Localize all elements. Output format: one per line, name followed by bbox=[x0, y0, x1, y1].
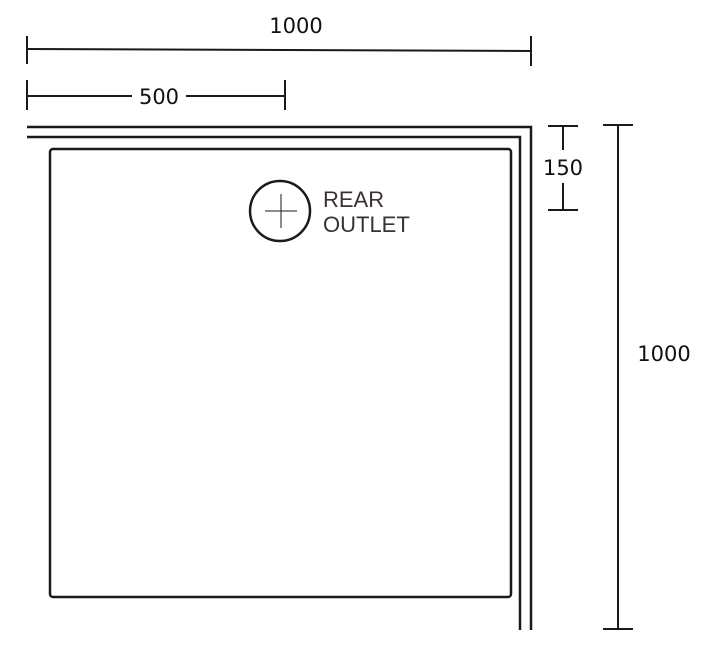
outlet-offset-y-label: 150 bbox=[543, 156, 583, 180]
depth-dimension-label: 1000 bbox=[637, 342, 690, 366]
outlet-offset-y-dimension bbox=[548, 125, 578, 211]
outlet-label-line2: OUTLET bbox=[323, 212, 410, 237]
width-dimension-line bbox=[26, 48, 532, 52]
tray-inner-frame-edge bbox=[27, 135, 522, 630]
tray-basin bbox=[48, 147, 513, 599]
depth-dimension bbox=[603, 124, 633, 630]
width-dimension bbox=[26, 36, 532, 66]
outlet-circle-icon bbox=[248, 179, 312, 243]
outlet-offset-x-dimension bbox=[26, 80, 286, 110]
rear-outlet bbox=[248, 179, 312, 243]
tray-outer-frame-edge bbox=[27, 125, 533, 630]
tray-outer-frame bbox=[27, 125, 533, 630]
width-dimension-label: 1000 bbox=[269, 14, 322, 38]
outlet-offset-x-label: 500 bbox=[139, 85, 179, 109]
outlet-label-line1: REAR bbox=[323, 187, 384, 212]
